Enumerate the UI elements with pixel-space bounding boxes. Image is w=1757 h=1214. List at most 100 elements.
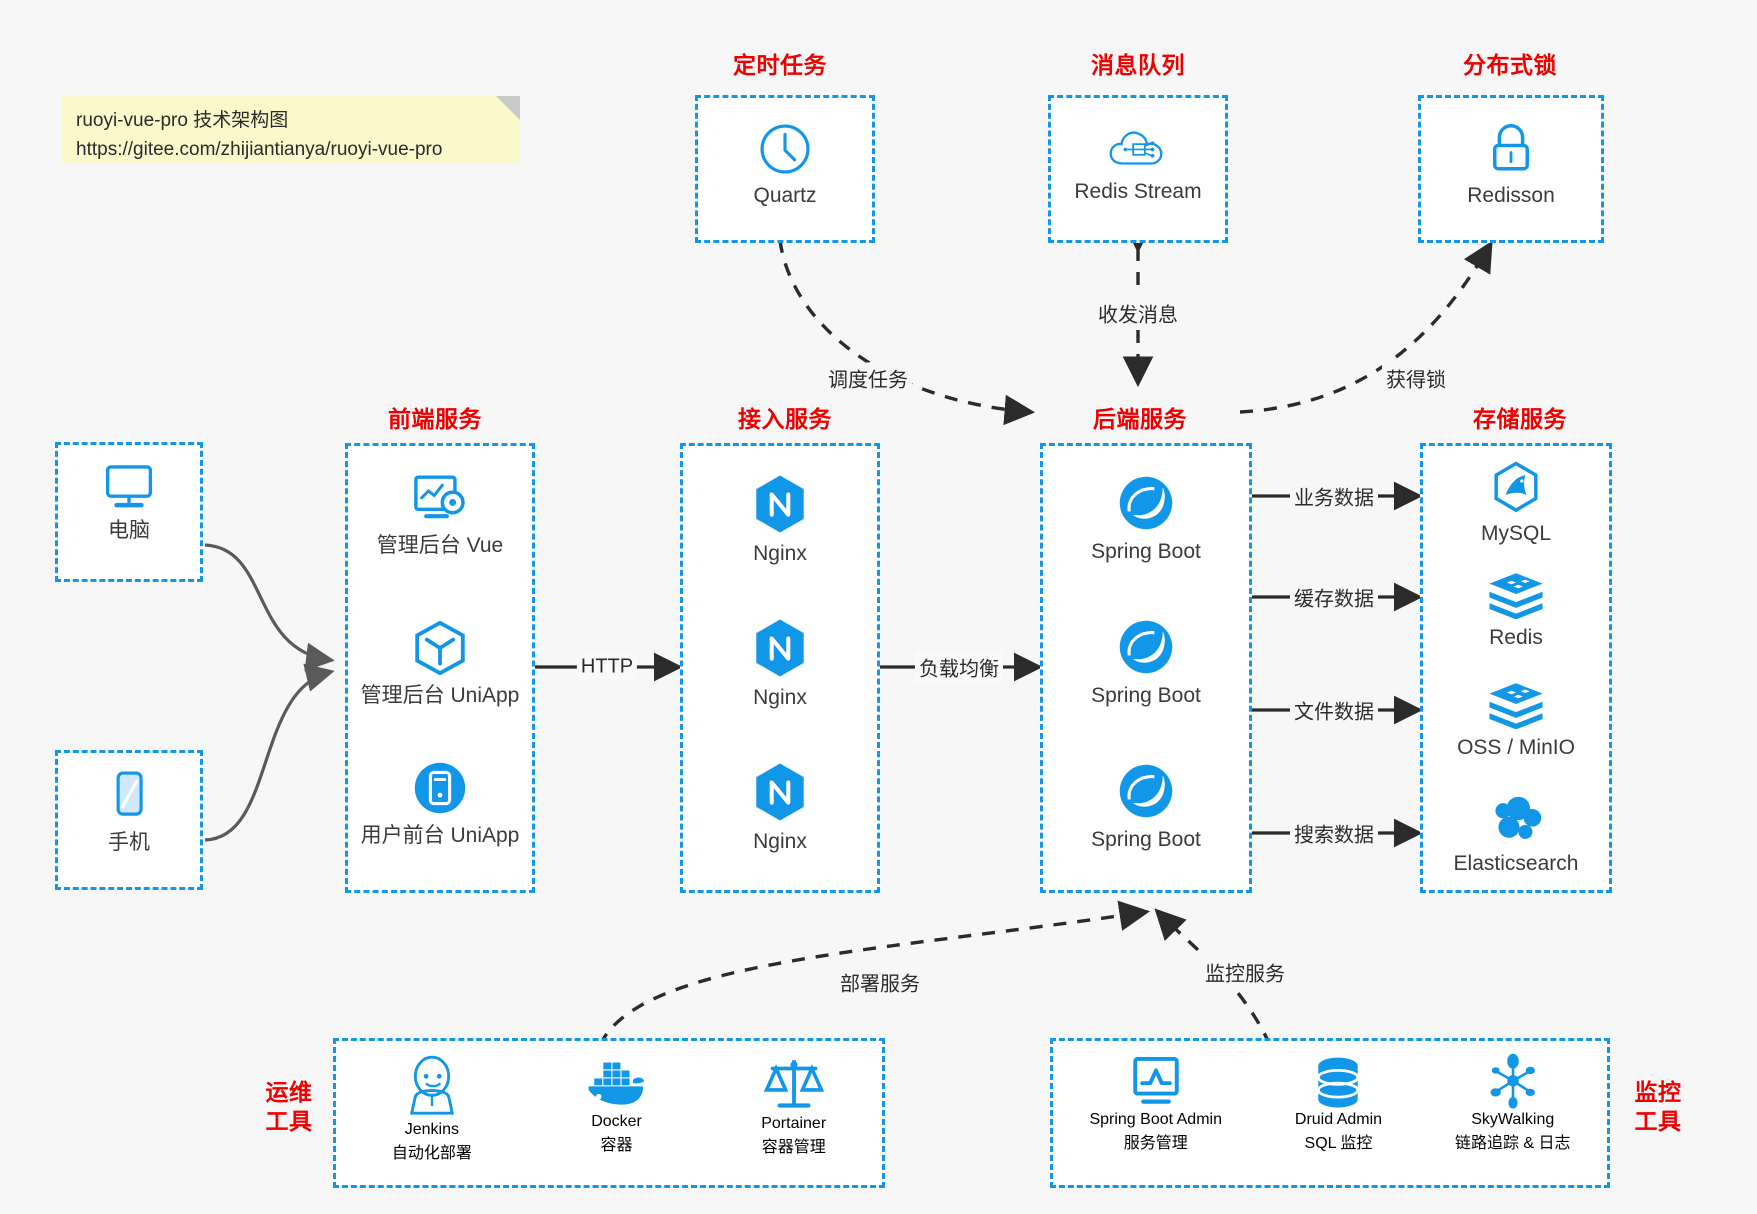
monitoring-title-line-2: 工具 — [1634, 1108, 1682, 1135]
node-desktop[interactable]: 电脑 — [58, 459, 200, 544]
node-oss-minio[interactable]: OSS / MinIO — [1423, 678, 1609, 761]
node-label: 手机 — [108, 831, 150, 854]
node-user-uniapp[interactable]: 用户前台 UniApp — [348, 758, 532, 849]
node-sublabel: SQL 监控 — [1304, 1135, 1373, 1152]
edge-label-schedule-task: 调度任务 — [824, 362, 912, 394]
node-label: 用户前台 UniApp — [360, 824, 520, 847]
edge-acquire-lock — [1239, 240, 1493, 414]
elasticsearch-icon — [1495, 796, 1542, 839]
group-box-message-queue: Redis Stream — [1048, 95, 1228, 243]
node-label: Quartz — [753, 184, 817, 207]
app-icon — [414, 762, 466, 814]
node-label: Elasticsearch — [1453, 852, 1579, 875]
note-line-1: ruoyi-vue-pro 技术架构图 — [76, 110, 289, 131]
edge-label-load-balance: 负载均衡 — [915, 651, 1003, 683]
nginx-icon — [756, 475, 804, 533]
group-box-storage: MySQL Redis OSS / MinIO — [1420, 443, 1612, 893]
node-spring-boot-2[interactable]: Spring Boot — [1043, 616, 1249, 709]
note-line-2: https://gitee.com/zhijiantianya/ruoyi-vu… — [76, 139, 443, 161]
node-portainer[interactable]: Portainer 容器管理 — [761, 1053, 826, 1157]
node-spring-boot-admin[interactable]: Spring Boot Admin 服务管理 — [1089, 1053, 1222, 1153]
node-label: Redis — [1489, 626, 1543, 649]
cube-icon — [415, 620, 465, 676]
node-label: Nginx — [753, 830, 807, 853]
node-nginx-1[interactable]: Nginx — [683, 472, 877, 567]
node-label: MySQL — [1480, 522, 1551, 545]
node-admin-uniapp[interactable]: 管理后台 UniApp — [348, 618, 532, 709]
node-admin-vue[interactable]: 管理后台 Vue — [348, 470, 532, 559]
desktop-icon — [105, 465, 153, 508]
edge-label-deploy-service: 部署服务 — [836, 966, 924, 998]
group-title-devops: 运维 工具 — [256, 1078, 322, 1137]
group-box-distributed-lock: Redisson — [1418, 95, 1604, 243]
skywalking-icon — [1490, 1053, 1535, 1109]
node-mysql[interactable]: MySQL — [1423, 460, 1609, 547]
nginx-icon — [756, 763, 804, 821]
node-jenkins[interactable]: Jenkins 自动化部署 — [392, 1053, 472, 1163]
devops-title-line-2: 工具 — [265, 1108, 313, 1135]
node-skywalking[interactable]: SkyWalking 链路追踪 & 日志 — [1455, 1053, 1571, 1153]
edge-label-monitor-service: 监控服务 — [1201, 956, 1289, 988]
group-box-client-mobile: 手机 — [55, 750, 203, 890]
node-label: Portainer — [761, 1115, 827, 1132]
node-nginx-2[interactable]: Nginx — [683, 616, 877, 711]
node-label: Nginx — [753, 686, 807, 709]
redis-icon — [1489, 573, 1543, 620]
docker-icon — [588, 1062, 644, 1105]
node-spring-boot-1[interactable]: Spring Boot — [1043, 472, 1249, 565]
note-card: ruoyi-vue-pro 技术架构图 https://gitee.com/zh… — [62, 96, 520, 164]
node-label: Docker — [591, 1113, 642, 1130]
spring-boot-icon — [1119, 764, 1173, 818]
oss-icon — [1489, 683, 1543, 730]
group-box-monitoring: Spring Boot Admin 服务管理 Druid Admin SQL 监… — [1050, 1038, 1610, 1188]
group-box-gateway: Nginx Nginx Nginx — [680, 443, 880, 893]
node-label: Jenkins — [404, 1121, 459, 1138]
node-druid-admin[interactable]: Druid Admin SQL 监控 — [1295, 1053, 1382, 1153]
node-label: Druid Admin — [1294, 1111, 1383, 1128]
mobile-icon — [116, 771, 143, 816]
mysql-icon — [1494, 461, 1538, 513]
dashboard-icon — [414, 475, 465, 519]
lock-icon — [1493, 124, 1529, 171]
edge-label-search-data: 搜索数据 — [1290, 817, 1378, 849]
monitor-chart-icon — [1132, 1056, 1179, 1104]
clock-icon — [760, 124, 810, 174]
node-label: Redis Stream — [1074, 180, 1202, 203]
node-sublabel: 容器 — [600, 1137, 633, 1154]
node-sublabel: 链路追踪 & 日志 — [1454, 1135, 1571, 1152]
scales-icon — [763, 1060, 824, 1108]
node-label: OSS / MinIO — [1457, 736, 1575, 759]
edge-label-file-data: 文件数据 — [1290, 694, 1378, 726]
node-mobile[interactable]: 手机 — [58, 767, 200, 856]
group-title-monitoring: 监控 工具 — [1625, 1078, 1691, 1137]
group-title-storage: 存储服务 — [1473, 406, 1567, 432]
devops-title-line-1: 运维 — [265, 1079, 313, 1105]
spring-boot-icon — [1119, 620, 1173, 674]
node-sublabel: 服务管理 — [1123, 1135, 1188, 1152]
node-elasticsearch[interactable]: Elasticsearch — [1423, 792, 1609, 877]
node-sublabel: 容器管理 — [761, 1139, 826, 1156]
monitoring-title-line-1: 监控 — [1634, 1079, 1682, 1105]
edge-label-business-data: 业务数据 — [1290, 480, 1378, 512]
group-box-devops: Jenkins 自动化部署 Docker 容器 — [333, 1038, 885, 1188]
group-title-backend: 后端服务 — [1093, 406, 1187, 432]
node-redis-stream[interactable]: Redis Stream — [1051, 122, 1225, 205]
group-box-frontend: 管理后台 Vue 管理后台 UniApp 用户前台 UniApp — [345, 443, 535, 893]
group-box-backend: Spring Boot Spring Boot Spring Boot — [1040, 443, 1252, 893]
group-box-scheduled-task: Quartz — [695, 95, 875, 243]
edge-label-http: HTTP — [576, 654, 638, 680]
node-label: Redisson — [1467, 184, 1555, 207]
node-sublabel: 自动化部署 — [391, 1145, 472, 1162]
node-quartz[interactable]: Quartz — [698, 120, 872, 209]
node-redisson[interactable]: Redisson — [1421, 120, 1601, 209]
node-spring-boot-3[interactable]: Spring Boot — [1043, 760, 1249, 853]
node-docker[interactable]: Docker 容器 — [584, 1053, 650, 1155]
edge-label-send-receive-message: 收发消息 — [1094, 297, 1182, 329]
node-redis[interactable]: Redis — [1423, 568, 1609, 651]
node-label: 电脑 — [108, 519, 150, 542]
group-title-scheduled-task: 定时任务 — [733, 52, 827, 78]
group-title-frontend: 前端服务 — [388, 406, 482, 432]
database-icon — [1317, 1057, 1360, 1108]
group-box-client-desktop: 电脑 — [55, 442, 203, 582]
node-nginx-3[interactable]: Nginx — [683, 760, 877, 855]
